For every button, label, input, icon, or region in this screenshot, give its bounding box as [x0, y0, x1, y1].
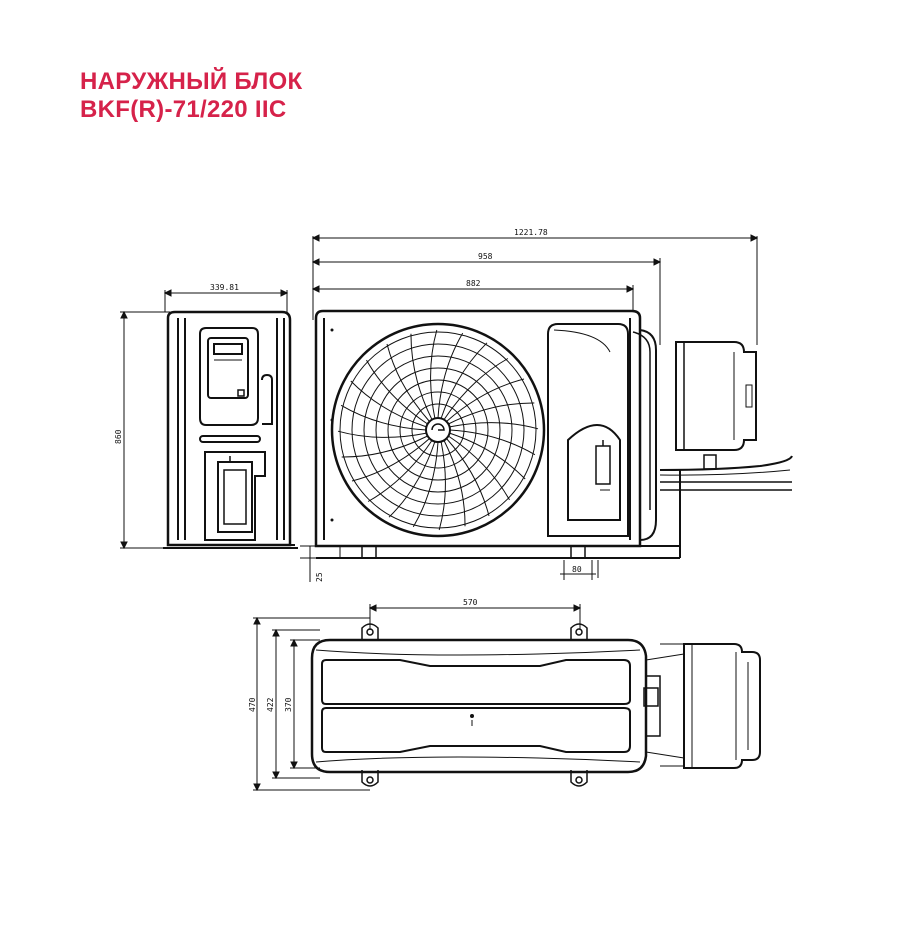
dim-body-width: 882 — [466, 279, 481, 288]
fan-spoke — [443, 440, 466, 527]
fan-spoke — [438, 441, 446, 531]
drawing-title: НАРУЖНЫЙ БЛОК BKF(R)-71/220 IIC — [80, 68, 302, 124]
side-view — [120, 289, 298, 550]
fan-spoke — [446, 438, 490, 517]
fan-spoke — [448, 435, 510, 501]
dim-overall-width: 1221.78 — [514, 228, 548, 237]
fan-spoke — [448, 402, 535, 425]
top-dimensions — [311, 234, 759, 345]
front-view — [300, 309, 681, 582]
dim-mount-span: 570 — [463, 598, 478, 607]
fan-spoke — [386, 343, 430, 422]
fan-spoke — [351, 438, 430, 482]
title-line-1: НАРУЖНЫЙ БЛОК — [80, 68, 303, 95]
dim-depth-total: 470 — [248, 697, 257, 712]
fan-spoke — [430, 329, 438, 419]
fan-spoke — [388, 441, 436, 518]
fan-spoke — [449, 422, 539, 430]
fan-spoke — [443, 358, 509, 420]
fan-spoke — [449, 429, 536, 456]
title-line-2: BKF(R)-71/220 IIC — [80, 96, 287, 123]
top-view — [253, 604, 761, 792]
dim-depth-mid: 422 — [266, 697, 275, 712]
dim-height: 860 — [114, 429, 123, 444]
dim-foot-height: 25 — [315, 572, 324, 582]
fan-spoke — [410, 333, 433, 420]
dim-depth-inner: 370 — [284, 697, 293, 712]
fan-spoke — [341, 435, 428, 458]
valve-cover-front — [659, 341, 793, 491]
fan-spoke — [367, 440, 433, 502]
dim-foot-offset: 80 — [572, 565, 582, 574]
fan-spoke — [337, 430, 427, 438]
fan-spoke — [340, 404, 427, 431]
fan-spoke — [449, 432, 526, 480]
dim-side-depth: 339.81 — [210, 283, 239, 292]
fan-spoke — [366, 359, 428, 425]
fan-spoke — [437, 332, 464, 419]
fan-spoke — [350, 380, 427, 428]
dim-body-width-cover: 958 — [478, 252, 493, 261]
fan-spoke — [412, 441, 439, 528]
fan-spoke — [440, 342, 488, 419]
fan-spoke — [446, 378, 525, 422]
fan-guard — [330, 322, 546, 538]
